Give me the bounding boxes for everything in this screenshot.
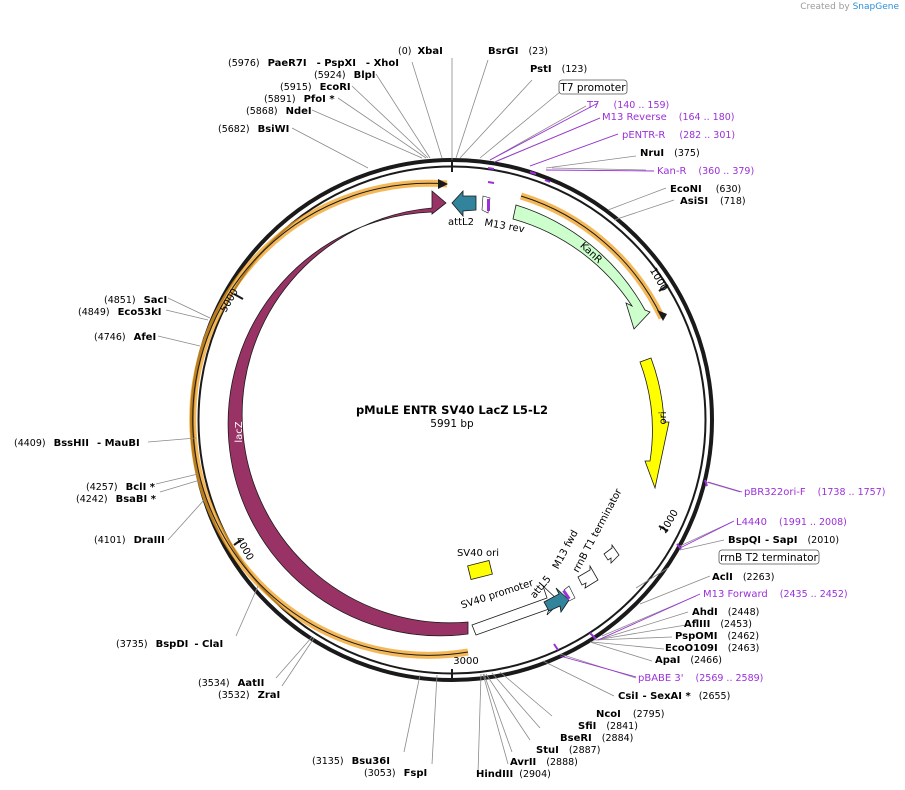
enzyme-nrui[interactable]: NruI(375)	[640, 148, 700, 159]
kanr-orf-arrowhead	[657, 310, 667, 321]
svg-text:T7 promoter: T7 promoter	[559, 82, 626, 94]
enzyme-bspqi[interactable]: BspQI- SapI(2010)	[728, 535, 839, 546]
enzyme-zrai[interactable]: (3532)ZraI	[218, 690, 280, 701]
primer-kan-r[interactable]: Kan-R(360 .. 379)	[657, 166, 754, 177]
enzyme-afei[interactable]: (4746)AfeI	[94, 332, 156, 343]
boxed-feature-rrnb-t2[interactable]: rrnB T2 terminator	[718, 549, 820, 565]
attL5-feature	[543, 587, 570, 614]
kanr-feature	[512, 204, 651, 330]
enzyme-blpi[interactable]: (5924)BlpI	[314, 70, 376, 81]
kanr-orf-line	[520, 195, 663, 319]
ori-label: ori	[658, 411, 669, 424]
sv40-ori-label: SV40 ori	[457, 548, 499, 559]
enzyme-bsshii[interactable]: (4409)BssHII- MauBI	[14, 438, 140, 449]
enzyme-stui[interactable]: StuI(2887)	[536, 745, 600, 756]
enzyme-xbai[interactable]: (0)XbaI	[398, 46, 443, 57]
rrnB-T1-label: rrnB T1 terminator	[571, 486, 625, 574]
enzyme-afliii[interactable]: AflIII(2453)	[684, 619, 752, 630]
primer-pentr-r[interactable]: pENTR-R(282 .. 301)	[622, 130, 735, 141]
m13rev-primer-mark	[487, 199, 490, 211]
enzyme-asisi[interactable]: AsiSI(718)	[680, 196, 746, 207]
enzyme-pfoi[interactable]: (5891)PfoI *	[264, 94, 335, 105]
lacz-orf-arrowhead	[438, 179, 448, 189]
enzyme-fspi[interactable]: (3053)FspI	[364, 768, 427, 779]
attL2-feature	[451, 189, 477, 218]
lacz-feature	[227, 190, 469, 637]
rrnB-T2-feature	[603, 543, 620, 564]
enzyme-ncoi[interactable]: NcoI(2795)	[596, 709, 664, 720]
enzyme-bcli[interactable]: (4257)BclI *	[86, 482, 156, 493]
enzyme-avrii[interactable]: AvrII(2888)	[510, 757, 578, 768]
enzyme-pspomi[interactable]: PspOMI(2462)	[675, 631, 759, 642]
enzyme-eco53ki[interactable]: (4849)Eco53kI	[78, 307, 162, 318]
primer-pbabe-3[interactable]: pBABE 3'(2569 .. 2589)	[638, 673, 763, 684]
lacz-label: lacZ	[234, 421, 245, 442]
primer-t7[interactable]: T7(140 .. 159)	[586, 100, 669, 111]
tick-5000	[233, 293, 244, 300]
svg-text:rrnB T2 terminator: rrnB T2 terminator	[720, 552, 818, 564]
enzyme-bsabi[interactable]: (4242)BsaBI *	[76, 494, 157, 505]
tick-2000	[658, 525, 669, 532]
primer-markers	[487, 167, 708, 651]
attL2-label: attL2	[448, 217, 474, 228]
enzyme-aatii[interactable]: (3534)AatII	[198, 678, 264, 689]
enzyme-hindiii[interactable]: HindIII(2904)	[476, 769, 551, 780]
enzyme-bsrgi[interactable]: BsrGI(23)	[488, 46, 548, 57]
boxed-feature-t7-promoter[interactable]: T7 promoter	[558, 79, 628, 95]
enzyme-saci[interactable]: (4851)SacI	[104, 295, 167, 306]
enzyme-apai[interactable]: ApaI(2466)	[655, 655, 722, 666]
credit: Created by SnapGene	[800, 2, 899, 12]
enzyme-acli[interactable]: AclI(2263)	[712, 572, 774, 583]
tick-1000	[658, 284, 669, 292]
primer-pbr322ori-f[interactable]: pBR322ori-F(1738 .. 1757)	[744, 487, 885, 498]
enzyme-psti[interactable]: PstI(123)	[530, 64, 587, 75]
primer-m13-reverse[interactable]: M13 Reverse(164 .. 180)	[602, 112, 735, 123]
enzyme-labels: (0)XbaI BsrGI(23) PstI(123) NruI(375) Ec…	[14, 46, 839, 780]
enzyme-ecori[interactable]: (5915)EcoRI	[280, 82, 351, 93]
enzyme-econi[interactable]: EcoNI(630)	[670, 184, 741, 195]
primer-m13-forward[interactable]: M13 Forward(2435 .. 2452)	[703, 589, 848, 600]
enzyme-bsiwi[interactable]: (5682)BsiWI	[218, 124, 289, 135]
enzyme-ahdi[interactable]: AhdI(2448)	[692, 607, 759, 618]
enzyme-sfii[interactable]: SfiI(2841)	[578, 721, 638, 732]
primer-labels: T7(140 .. 159) M13 Reverse(164 .. 180) p…	[586, 100, 885, 684]
primer-l4440[interactable]: L4440(1991 .. 2008)	[736, 517, 847, 528]
m13fwd-primer-mark	[562, 589, 571, 600]
lacz-orf-line	[192, 182, 469, 656]
enzyme-bspdi[interactable]: (3735)BspDI- ClaI	[116, 639, 223, 650]
enzyme-csii[interactable]: CsiI- SexAI *(2655)	[618, 691, 730, 702]
snapgene-logo: SnapGene	[852, 2, 899, 12]
plasmid-name: pMuLE ENTR SV40 LacZ L5-L2	[356, 403, 548, 417]
tick-4000	[233, 539, 242, 546]
leader-lines	[147, 58, 741, 775]
enzyme-draiii[interactable]: (4101)DraIII	[94, 535, 165, 546]
enzyme-ecoo109i[interactable]: EcoO109I(2463)	[665, 643, 759, 654]
primer-lines	[489, 102, 743, 678]
enzyme-bsu36i[interactable]: (3135)Bsu36I	[312, 756, 390, 767]
enzyme-paer7i[interactable]: (5976)PaeR7I- PspXI- XhoI	[228, 58, 399, 69]
tick-3000-label: 3000	[453, 656, 478, 667]
sv40-ori-feature	[467, 560, 493, 580]
ori-feature	[639, 357, 670, 490]
enzyme-bseri[interactable]: BseRI(2884)	[560, 733, 633, 744]
plasmid-length: 5991 bp	[430, 418, 474, 430]
enzyme-ndei[interactable]: (5868)NdeI	[246, 106, 312, 117]
tick-2000-label: 2000	[659, 508, 681, 536]
rrnB-T1-feature	[577, 564, 599, 589]
